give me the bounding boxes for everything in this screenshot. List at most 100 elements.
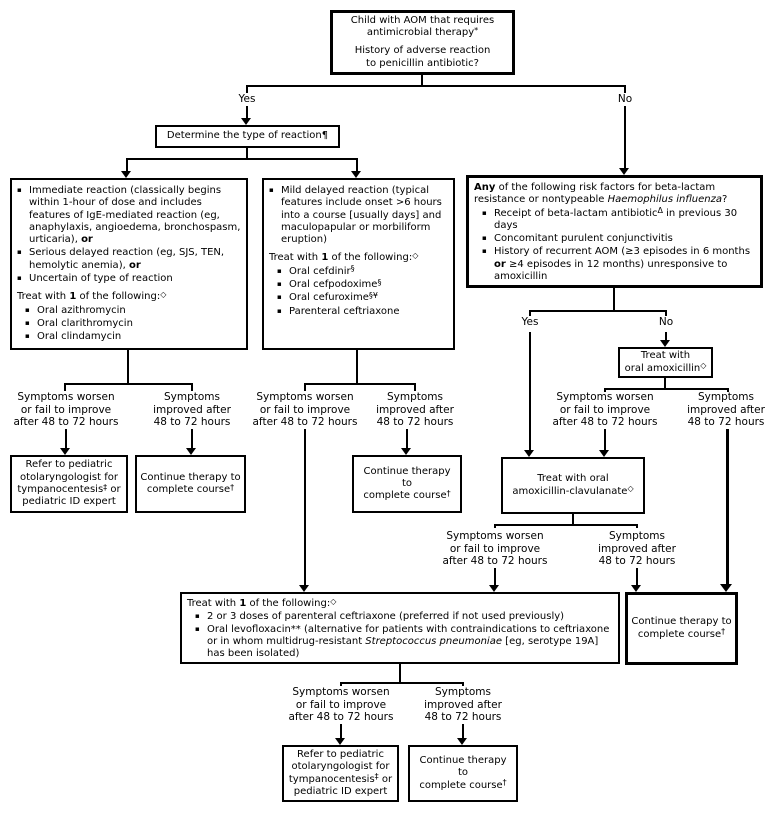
node-determine-reaction: Determine the type of reaction¶: [155, 125, 340, 148]
label-symptoms-worsen: Symptoms worsen or fail to improve after…: [252, 391, 358, 429]
bullet-icon: ▪: [17, 274, 22, 283]
bullet-icon: ▪: [482, 247, 487, 256]
arrowhead-down-icon: [660, 340, 670, 347]
connector-line: [665, 332, 667, 340]
label-symptoms-worsen: Symptoms worsen or fail to improve after…: [288, 686, 394, 724]
label-symptoms-worsen: Symptoms worsen or fail to improve after…: [552, 391, 658, 429]
bullet-icon: ▪: [17, 186, 22, 194]
node-immediate-reaction: ▪Immediate reaction (classically begins …: [10, 178, 248, 350]
arrowhead-down-icon: [241, 118, 251, 125]
connector-line: [191, 429, 193, 448]
label-symptoms-improved: Symptoms improved after 48 to 72 hours: [687, 391, 765, 429]
arrowhead-down-icon: [401, 448, 411, 455]
bullet-icon: ▪: [195, 612, 200, 620]
node-risk-factors: Any of the following risk factors for be…: [466, 175, 763, 288]
connector-line: [604, 388, 729, 390]
connector-line: [246, 85, 248, 93]
arrowhead-down-icon: [60, 448, 70, 455]
arrowhead-down-icon: [599, 450, 609, 457]
bullet-icon: ▪: [277, 266, 282, 275]
connector-line: [494, 568, 496, 585]
connector-line: [462, 682, 464, 686]
label-yes-top: Yes: [238, 93, 256, 105]
connector-line: [494, 524, 638, 526]
bullet-icon: ▪: [277, 280, 282, 289]
label-no-top: No: [617, 93, 633, 105]
connector-line: [604, 429, 606, 450]
bullet-icon: ▪: [269, 186, 274, 194]
connector-line: [127, 350, 129, 383]
bullet-icon: ▪: [25, 332, 30, 341]
connector-line: [64, 383, 193, 385]
connector-line: [529, 310, 667, 312]
connector-line: [304, 383, 306, 391]
node-treat-ceftriaxone-levofloxacin: Treat with 1 of the following:◇▪2 or 3 d…: [180, 592, 620, 664]
connector-line: [399, 664, 401, 682]
connector-line: [421, 75, 423, 85]
connector-line: [624, 106, 626, 168]
connector-line: [665, 310, 667, 316]
bullet-icon: ▪: [482, 234, 487, 243]
label-symptoms-worsen: Symptoms worsen or fail to improve after…: [13, 391, 119, 429]
connector-line: [529, 332, 531, 450]
connector-line: [126, 158, 128, 171]
arrowhead-down-icon: [335, 738, 345, 745]
bullet-icon: ▪: [277, 293, 282, 302]
arrowhead-down-icon: [121, 171, 131, 178]
label-symptoms-improved: Symptoms improved after 48 to 72 hours: [424, 686, 502, 724]
label-symptoms-improved: Symptoms improved after 48 to 72 hours: [598, 530, 676, 568]
arrowhead-down-icon: [524, 450, 534, 457]
connector-line: [414, 383, 416, 391]
connector-line: [604, 388, 606, 392]
connector-line: [406, 429, 408, 448]
connector-line: [64, 383, 66, 391]
connector-line: [65, 429, 67, 448]
connector-line: [126, 158, 358, 160]
connector-line: [494, 524, 496, 528]
bullet-icon: ▪: [25, 318, 30, 327]
label-no-risk: No: [658, 316, 674, 328]
bullet-icon: ▪: [277, 306, 282, 315]
connector-line: [340, 682, 464, 684]
arrowhead-down-icon: [351, 171, 361, 178]
connector-line: [636, 568, 638, 585]
arrowhead-down-icon: [186, 448, 196, 455]
connector-line: [356, 158, 358, 171]
connector-line: [304, 429, 306, 585]
connector-line: [624, 85, 626, 93]
connector-line: [664, 378, 666, 388]
connector-line: [246, 148, 248, 158]
label-symptoms-improved: Symptoms improved after 48 to 72 hours: [153, 391, 231, 429]
connector-line: [356, 350, 358, 383]
connector-line: [246, 85, 626, 87]
bullet-icon: ▪: [195, 625, 200, 633]
connector-line: [613, 288, 615, 310]
arrowhead-down-icon: [631, 585, 641, 592]
connector-line: [727, 388, 729, 392]
arrowhead-down-icon: [457, 738, 467, 745]
bullet-icon: ▪: [25, 305, 30, 314]
arrowhead-down-icon: [299, 585, 309, 592]
connector-line: [191, 383, 193, 391]
label-symptoms-improved: Symptoms improved after 48 to 72 hours: [376, 391, 454, 429]
connector-line: [340, 724, 342, 738]
arrowhead-down-icon: [489, 585, 499, 592]
connector-line: [572, 514, 574, 524]
connector-line: [462, 724, 464, 738]
connector-line: [304, 383, 416, 385]
connector-line: [636, 524, 638, 528]
connector-line: [529, 310, 531, 316]
bullet-icon: ▪: [17, 248, 22, 257]
connector-line: [340, 682, 342, 686]
arrowhead-down-icon: [720, 584, 732, 592]
